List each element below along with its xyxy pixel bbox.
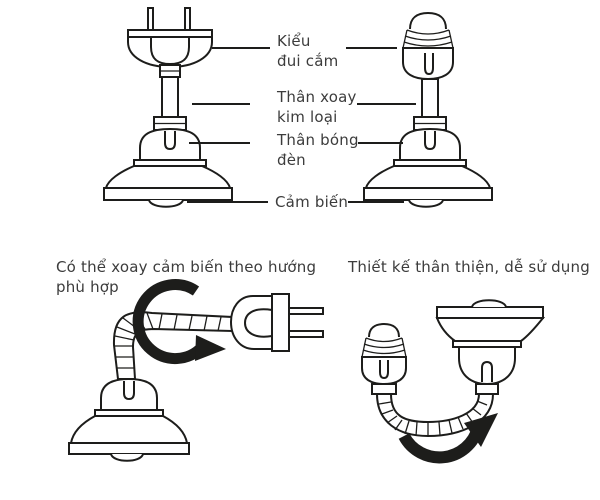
caption-rotate-sensor: Có thể xoay cảm biến theo hướng phù hợp xyxy=(56,258,317,296)
two-pin-plug-lamp-icon xyxy=(103,7,233,208)
sensor-dome xyxy=(408,199,444,208)
leader-lines xyxy=(187,47,416,203)
bent-plug-lamp-icon xyxy=(68,279,324,462)
lamp-body-dome xyxy=(139,127,201,162)
lamp-shade xyxy=(103,159,233,201)
flexible-neck xyxy=(421,78,439,120)
rotate-arrow-icon xyxy=(398,413,498,464)
u-bent-screw-lamp-icon xyxy=(361,299,546,464)
label-sensor: Cảm biến xyxy=(275,193,349,211)
lamp-head xyxy=(68,377,190,462)
label-metal-swivel-neck: Thân xoay kim loại xyxy=(277,88,357,126)
rotate-arrow-icon xyxy=(132,279,226,365)
plug-prongs-icon xyxy=(147,7,191,31)
flexible-neck xyxy=(161,76,179,120)
e27-screw-lamp-icon xyxy=(363,11,493,208)
label-lamp-body: Thân bóng đèn xyxy=(277,131,359,169)
lamp-body-dome xyxy=(399,127,461,162)
sensor-dome xyxy=(148,199,184,208)
caption-friendly-design: Thiết kế thân thiện, dễ sử dụng xyxy=(348,258,590,276)
lamp-head-inverted xyxy=(435,299,546,395)
screw-base-icon xyxy=(361,322,407,395)
plug-head-icon xyxy=(127,29,213,69)
plug-icon xyxy=(229,293,324,352)
neck-collar xyxy=(153,116,187,131)
lamp-shade xyxy=(363,159,493,201)
neck-hatching xyxy=(378,400,488,437)
screw-base-icon xyxy=(402,11,454,81)
label-plug-type: Kiểu đui cắm xyxy=(277,32,339,70)
